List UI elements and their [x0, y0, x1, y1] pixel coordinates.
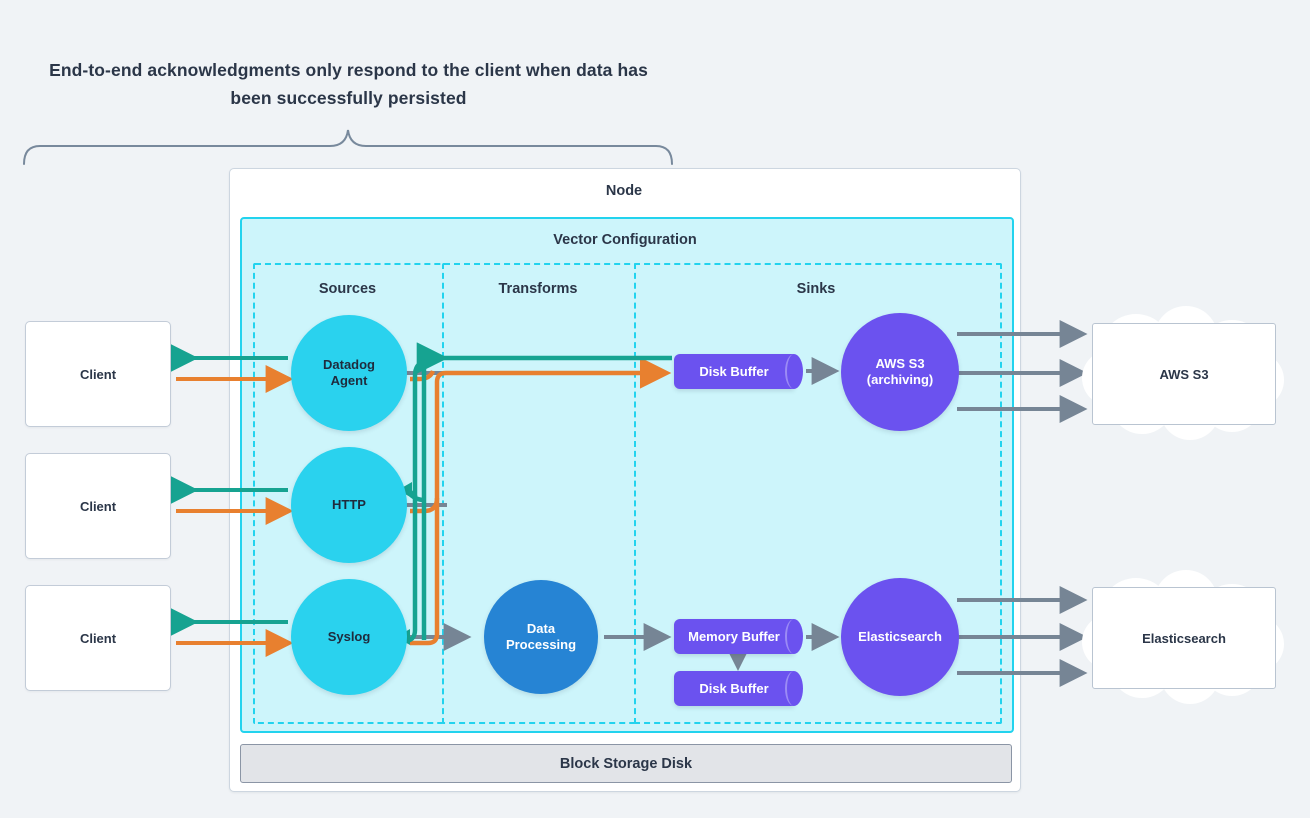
sink-chain-links [604, 357, 840, 672]
vector-configuration-title: Vector Configuration [553, 232, 697, 248]
sink-aws-s3[interactable]: AWS S3 (archiving) [841, 313, 959, 431]
buffer-disk-top[interactable]: Disk Buffer [674, 354, 803, 389]
buffer-disk-bottom[interactable]: Disk Buffer [674, 671, 803, 706]
sink-aws-s3-label-1: AWS S3 [875, 356, 925, 372]
client-box-3[interactable]: Client [25, 585, 171, 691]
page-title: End-to-end acknowledgments only respond … [36, 56, 661, 112]
brace-decoration [23, 129, 673, 165]
buffer-memory[interactable]: Memory Buffer [674, 619, 803, 654]
transform-data-processing[interactable]: Data Processing [484, 580, 598, 694]
sink-elasticsearch[interactable]: Elasticsearch [841, 578, 959, 696]
buffer-memory-label: Memory Buffer [688, 629, 780, 644]
destination-elasticsearch-label: Elasticsearch [1092, 587, 1276, 689]
client-source-links [170, 344, 294, 657]
transform-label-1: Data [526, 621, 556, 637]
buffer-disk-top-label: Disk Buffer [699, 364, 769, 379]
column-transforms [442, 263, 636, 724]
column-sinks [634, 263, 1002, 724]
ack-path-teal [396, 342, 672, 645]
client-box-1[interactable]: Client [25, 321, 171, 427]
caption-line-2: has been successfully persisted [230, 60, 648, 108]
column-title-sources: Sources [318, 281, 377, 297]
sink-aws-s3-label-2: (archiving) [866, 372, 934, 387]
source-datadog-label-2: Agent [330, 373, 368, 388]
column-title-sinks: Sinks [796, 281, 836, 297]
source-datadog-agent[interactable]: Datadog Agent [291, 315, 407, 431]
transform-label-2: Processing [505, 637, 577, 652]
node-title: Node [605, 183, 643, 199]
column-sources [253, 263, 444, 724]
column-title-transforms: Transforms [498, 281, 578, 297]
destination-elasticsearch[interactable]: Elasticsearch [1080, 570, 1286, 704]
client-box-2[interactable]: Client [25, 453, 171, 559]
buffer-disk-bottom-label: Disk Buffer [699, 681, 769, 696]
destination-aws-s3[interactable]: AWS S3 [1080, 306, 1286, 440]
source-datadog-label-1: Datadog [323, 357, 375, 373]
sink-destination-links [957, 320, 1088, 687]
cylinder-cap-icon [785, 619, 803, 654]
source-syslog[interactable]: Syslog [291, 579, 407, 695]
cylinder-cap-icon [785, 354, 803, 389]
source-http[interactable]: HTTP [291, 447, 407, 563]
cylinder-cap-icon [785, 671, 803, 706]
destination-aws-s3-label: AWS S3 [1092, 323, 1276, 425]
block-storage-disk: Block Storage Disk [240, 744, 1012, 783]
caption-line-1: End-to-end acknowledgments only respond … [49, 60, 613, 80]
